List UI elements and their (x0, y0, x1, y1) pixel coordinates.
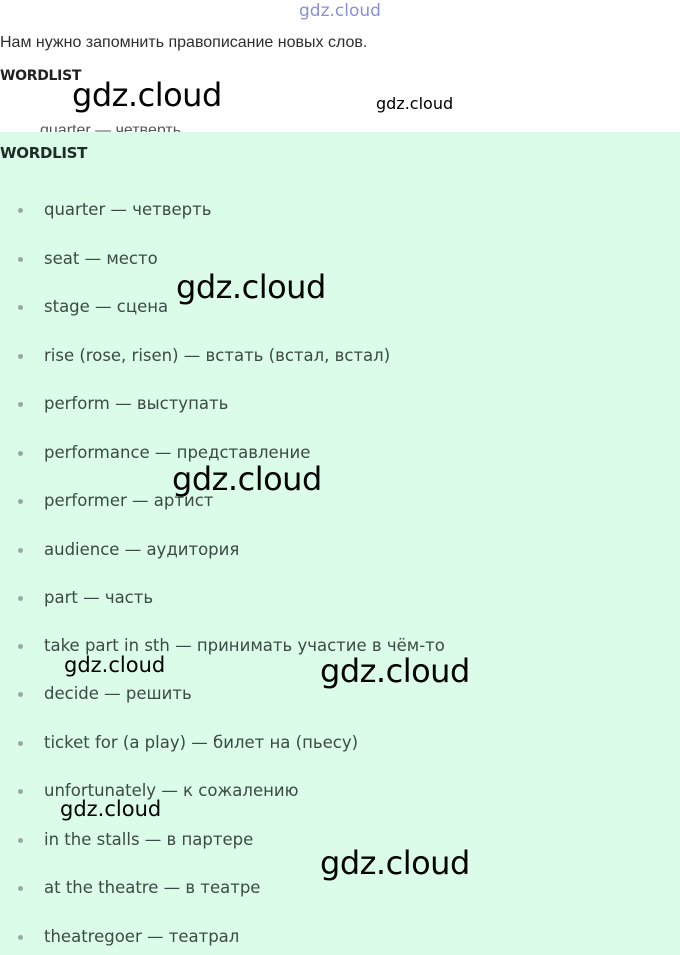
word-entry: performance — представление (44, 443, 311, 462)
bullet-icon (18, 644, 23, 649)
wordlist-heading-small: WORDLIST (0, 68, 82, 84)
bullet-icon (18, 548, 23, 553)
bullet-icon (18, 451, 23, 456)
bullet-icon (18, 596, 23, 601)
bullet-icon (18, 935, 23, 940)
watermark: gdz.cloud (60, 797, 162, 821)
bullet-icon (18, 499, 23, 504)
bullet-icon (18, 208, 23, 213)
bullet-icon (18, 886, 23, 891)
watermark: gdz.cloud (176, 268, 326, 306)
watermark: gdz.cloud (172, 460, 322, 498)
word-entry: performer — артист (44, 491, 214, 510)
bullet-icon (18, 354, 23, 359)
watermark: gdz.cloud (320, 844, 470, 882)
word-entry: seat — место (44, 249, 158, 268)
word-entry: part — часть (44, 588, 154, 607)
word-entry: in the stalls — в партере (44, 830, 254, 849)
bullet-icon (18, 402, 23, 407)
watermark: gdz.cloud (72, 76, 222, 114)
watermark: gdz.cloud (64, 653, 166, 677)
word-entry: quarter — четверть (44, 200, 212, 219)
top-watermark: gdz.cloud (299, 1, 381, 21)
word-entry: stage — сцена (44, 297, 169, 316)
bullet-icon (18, 741, 23, 746)
word-entry: theatregoer — театрал (44, 927, 240, 946)
bullet-icon (18, 257, 23, 262)
word-entry: unfortunately — к сожалению (44, 781, 299, 800)
bullet-icon (18, 838, 23, 843)
word-entry: ticket for (a play) — билет на (пьесу) (44, 733, 359, 752)
intro-text: Нам нужно запомнить правописание новых с… (0, 34, 368, 51)
bullet-icon (18, 692, 23, 697)
word-entry: perform — выступать (44, 394, 229, 413)
word-entry: at the theatre — в театре (44, 878, 261, 897)
wordlist-heading: WORDLIST (0, 144, 88, 162)
word-entry: audience — аудитория (44, 540, 240, 559)
bullet-icon (18, 305, 23, 310)
word-entry: decide — решить (44, 684, 192, 703)
bullet-icon (18, 789, 23, 794)
watermark: gdz.cloud (376, 94, 454, 113)
word-entry: rise (rose, risen) — встать (встал, вста… (44, 346, 391, 365)
watermark: gdz.cloud (320, 652, 470, 690)
wordlist-panel: WORDLIST quarter — четверть seat — место… (0, 132, 680, 955)
ghost-word-row: quarter — четверть (40, 122, 182, 132)
word-entry: take part in sth — принимать участие в ч… (44, 636, 445, 655)
